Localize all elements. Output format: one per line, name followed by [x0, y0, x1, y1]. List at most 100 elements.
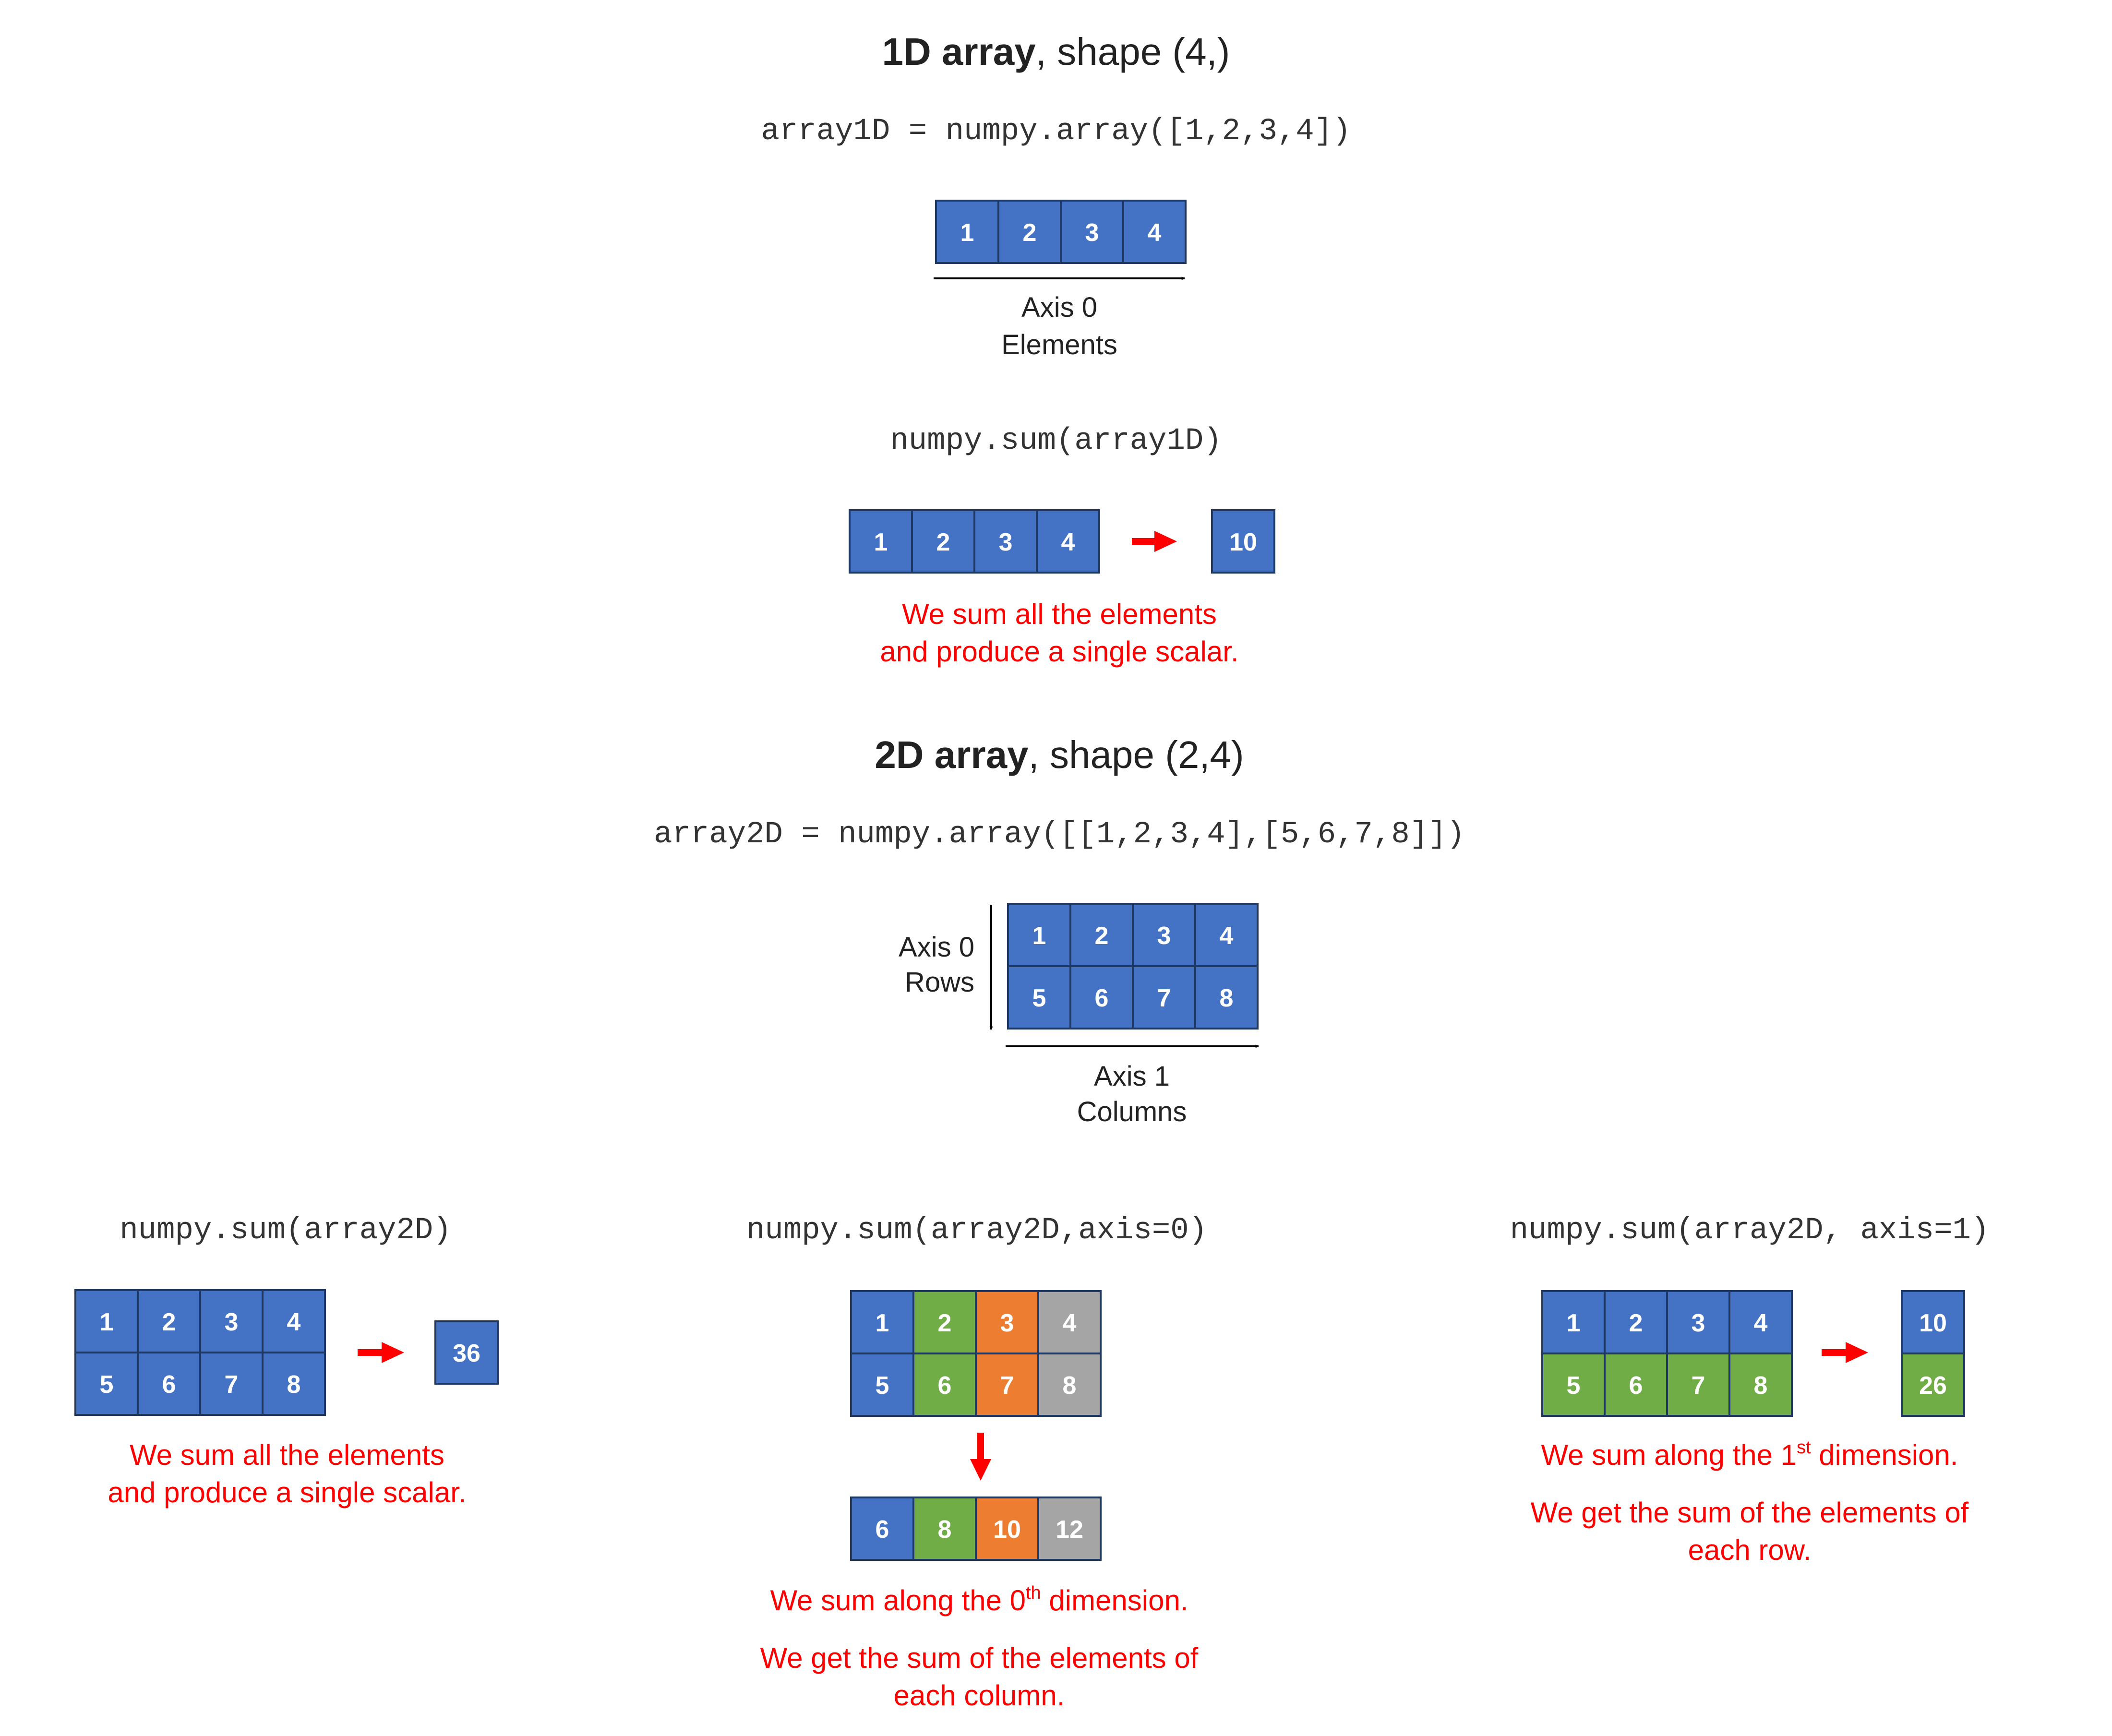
all-row0-cell-1-value: 2	[162, 1308, 176, 1336]
axis0-row0-cell-1-box	[912, 1290, 977, 1354]
axis1-row0-cell-2-box	[1666, 1290, 1730, 1354]
code-sum-axis0: numpy.sum(array2D,axis=0)	[746, 1213, 1207, 1248]
axis1-row0-cell-2-value: 3	[1692, 1309, 1705, 1337]
all-row1-cell-2-value: 7	[225, 1371, 239, 1399]
array2d-row0-cell-3: 4	[1194, 903, 1259, 967]
all-row0-cell-0: 1	[74, 1289, 139, 1353]
axis1-row0-cell-1-box	[1604, 1290, 1668, 1354]
axis1-row1-cell-2-value: 7	[1692, 1372, 1705, 1400]
axis1-result-cell-1-box	[1901, 1353, 1965, 1417]
sum-result-1d: 10	[1211, 509, 1275, 574]
all-row1-cell-3-value: 8	[287, 1371, 301, 1399]
axis0-label-1d: Axis 0	[1021, 292, 1097, 323]
axis1-row1-cell-1-value: 6	[1629, 1372, 1643, 1400]
axis0-result-cell-3-value: 12	[1056, 1516, 1083, 1544]
array1d-cell-2-value: 3	[1085, 219, 1099, 247]
all-result-cell-value: 36	[453, 1340, 480, 1367]
array2d-row1-cell-3-box	[1194, 965, 1259, 1030]
axis1-row1-cell-2: 7	[1666, 1353, 1730, 1417]
all-result-cell: 36	[434, 1320, 499, 1385]
all-row0-cell-3-value: 4	[287, 1308, 301, 1336]
axis0-result-cell-0: 6	[850, 1497, 914, 1561]
sum1d-result-cell-value: 10	[1229, 528, 1257, 556]
array1d-cell-0-box	[935, 200, 999, 264]
array2d-row1-cell-1-box	[1069, 965, 1134, 1030]
axis0-row1-cell-1-value: 6	[938, 1372, 952, 1400]
all-row1-cell-0: 5	[74, 1352, 139, 1416]
array2d-row1-cell-0-value: 5	[1032, 984, 1046, 1012]
sum1d-cell-1: 2	[911, 509, 975, 574]
array2d-row1-cell-0-box	[1007, 965, 1071, 1030]
axis0-result-cell-1-box	[912, 1497, 977, 1561]
axis0-row1-cell-3-box	[1037, 1353, 1102, 1417]
note-axis0-pre: We sum along the 0	[770, 1584, 1026, 1616]
axis0-result-cell-0-value: 6	[876, 1516, 889, 1544]
all-row0-cell-1: 2	[137, 1289, 201, 1353]
all-row0-cell-3: 4	[262, 1289, 326, 1353]
axis1-row1-cell-3: 8	[1728, 1353, 1793, 1417]
axis0-row0-cell-0: 1	[850, 1290, 914, 1354]
all-row0-cell-0-box	[74, 1289, 139, 1353]
axis0-row1-cell-1: 6	[912, 1353, 977, 1417]
axis0-result-cell-2: 10	[975, 1497, 1039, 1561]
array1d-cell-1-box	[997, 200, 1062, 264]
note-all-line1: We sum all the elements	[130, 1439, 444, 1471]
array2d-row0-cell-0: 1	[1007, 903, 1071, 967]
array2d-row1-cell-0: 5	[1007, 965, 1071, 1030]
axis0-row0-cell-3-value: 4	[1063, 1309, 1077, 1337]
axis1-row1-cell-0-box	[1541, 1353, 1606, 1417]
axis0-row0-cell-1: 2	[912, 1290, 977, 1354]
red-arrow-axis0	[970, 1433, 991, 1481]
all-row0-cell-1-box	[137, 1289, 201, 1353]
sum1d-cell-3-box	[1036, 509, 1100, 574]
axis0-row1-cell-1-box	[912, 1353, 977, 1417]
axis0-row1-cell-3: 8	[1037, 1353, 1102, 1417]
axis0-sub-2d: Rows	[905, 967, 974, 998]
sum1d-cell-2-value: 3	[999, 528, 1013, 556]
sum1d-cell-3: 4	[1036, 509, 1100, 574]
array1d-cell-3-box	[1122, 200, 1187, 264]
axis0-result-cell-1: 8	[912, 1497, 977, 1561]
sum1d-cell-0-value: 1	[874, 528, 888, 556]
axis1-row1-cell-2-box	[1666, 1353, 1730, 1417]
all-row1-cell-1: 6	[137, 1352, 201, 1416]
array1d-cell-1-value: 2	[1023, 219, 1037, 247]
axis0-result-cell-1-value: 8	[938, 1516, 952, 1544]
array2d-row1-cell-1-value: 6	[1095, 984, 1109, 1012]
axis0-sub-1d: Elements	[1001, 329, 1117, 360]
axis1-row1-cell-3-box	[1728, 1353, 1793, 1417]
array2d-row0-cell-2-value: 3	[1157, 922, 1171, 950]
axis1-row1-cell-0: 5	[1541, 1353, 1606, 1417]
array2d-row1-cell-2-value: 7	[1157, 984, 1171, 1012]
axis1-row0-cell-2: 3	[1666, 1290, 1730, 1354]
axis1-row0-cell-0-value: 1	[1567, 1309, 1581, 1337]
axis1-row0-cell-3-box	[1728, 1290, 1793, 1354]
panel-axis0-result: 6 8 10 12	[850, 1497, 1102, 1561]
array2d-row1-cell-2: 7	[1132, 965, 1196, 1030]
array2d-row0-cell-1-value: 2	[1095, 922, 1109, 950]
red-arrow-axis1	[1822, 1342, 1868, 1363]
sum1d-cell-0: 1	[849, 509, 913, 574]
code-sum-axis1: numpy.sum(array2D, axis=1)	[1510, 1213, 1990, 1248]
note-axis1-post: dimension.	[1811, 1439, 1958, 1471]
axis0-row0-cell-2-value: 3	[1000, 1309, 1014, 1337]
red-arrow-1d	[1132, 531, 1177, 552]
all-row0-cell-2-value: 3	[225, 1308, 239, 1336]
title-1d-rest: , shape (4,)	[1036, 30, 1230, 73]
note-axis1-sup: st	[1797, 1437, 1811, 1458]
array2d-row1-cell-3-value: 8	[1220, 984, 1234, 1012]
array1d-cell-3: 4	[1122, 200, 1187, 264]
array1d-cell-1: 2	[997, 200, 1062, 264]
all-row1-cell-3: 8	[262, 1352, 326, 1416]
sum1d-cell-3-value: 4	[1061, 528, 1075, 556]
axis0-row1-cell-2: 7	[975, 1353, 1039, 1417]
note-axis0-line1: We sum along the 0th dimension.	[770, 1583, 1188, 1616]
axis1-result-cell-0-value: 10	[1919, 1309, 1947, 1337]
note-axis0-post: dimension.	[1041, 1584, 1188, 1616]
all-result-cell-box	[434, 1320, 499, 1385]
note-1d-line1: We sum all the elements	[902, 598, 1217, 630]
